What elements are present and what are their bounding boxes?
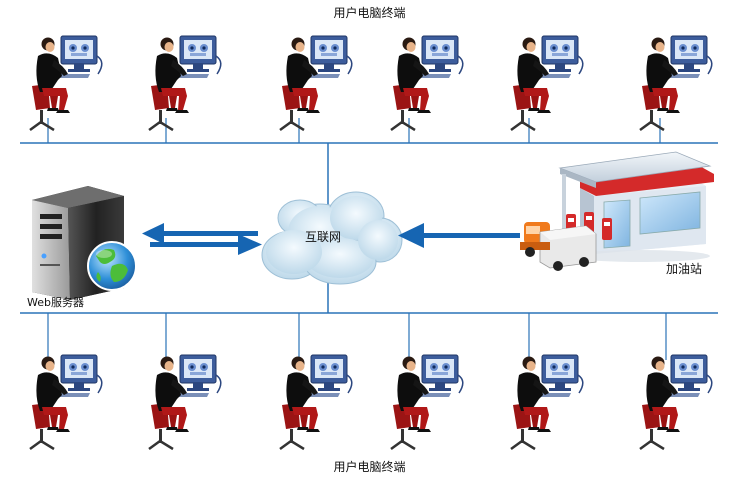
top-terminals	[28, 34, 714, 132]
bottom-terminals-label: 用户电脑终端	[333, 460, 406, 474]
user-at-computer-icon	[28, 34, 104, 132]
user-at-computer-icon	[278, 353, 354, 451]
globe-icon	[87, 241, 137, 291]
user-at-computer-icon	[509, 353, 585, 451]
top-terminals-label: 用户电脑终端	[333, 6, 406, 20]
bottom-terminals	[28, 353, 714, 451]
tanker-truck-icon	[520, 222, 597, 271]
user-at-computer-icon	[28, 353, 104, 451]
user-at-computer-icon	[638, 353, 714, 451]
user-at-computer-icon	[147, 34, 223, 132]
user-at-computer-icon	[389, 34, 465, 132]
top-terminal-drops	[47, 118, 661, 143]
gas-station-label: 加油站	[666, 262, 703, 276]
gas-station-icon	[558, 151, 714, 262]
user-at-computer-icon	[147, 353, 223, 451]
user-at-computer-icon	[278, 34, 354, 132]
internet-label: 互联网	[305, 230, 342, 244]
cloud-icon	[261, 191, 403, 285]
bottom-terminal-drops	[47, 313, 667, 360]
station-cloud-arrow	[398, 223, 520, 248]
server-label: Web服务器	[27, 296, 84, 309]
user-at-computer-icon	[638, 34, 714, 132]
server-cloud-arrows	[142, 223, 262, 255]
user-at-computer-icon	[509, 34, 585, 132]
user-at-computer-icon	[389, 353, 465, 451]
